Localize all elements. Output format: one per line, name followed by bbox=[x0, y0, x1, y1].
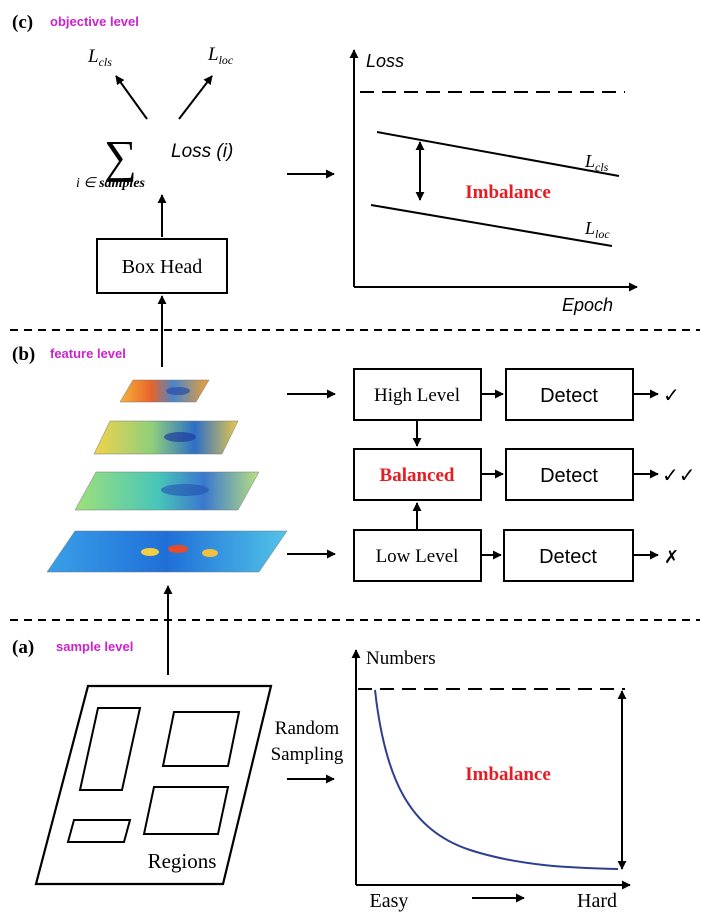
balanced-label: Balanced bbox=[380, 465, 455, 486]
plot-lloc-label: Lloc bbox=[584, 218, 610, 241]
detect-label-low: Detect bbox=[539, 546, 597, 568]
plot-lcls-label: Lcls bbox=[584, 151, 609, 174]
feature-map-level-1-hotspot-a bbox=[141, 548, 159, 556]
feature-map-level-1 bbox=[46, 530, 288, 573]
box-head-label: Box Head bbox=[122, 256, 203, 278]
low-level-label: Low Level bbox=[376, 546, 459, 567]
sampling-label: Sampling bbox=[271, 744, 344, 765]
feature-map-level-1-hotspot-c bbox=[202, 549, 218, 557]
distribution-curve bbox=[374, 689, 619, 870]
loss-x-label: Epoch bbox=[562, 295, 613, 315]
region-box-3 bbox=[142, 786, 230, 835]
arrow-to-lloc bbox=[178, 75, 213, 120]
top-lloc-label: Lloc bbox=[207, 44, 234, 67]
feature-map-level-4-hotspot bbox=[166, 387, 190, 395]
section-b-tag: feature level bbox=[50, 346, 126, 361]
single-check-mark: ✓ bbox=[663, 385, 680, 407]
arrow-to-lcls bbox=[115, 75, 148, 120]
sum-index: i ∈ samples bbox=[76, 176, 146, 191]
section-b: (b) feature level High Level Balanced Lo… bbox=[12, 295, 696, 582]
regions-image: Regions bbox=[34, 684, 273, 886]
lloc-line bbox=[370, 204, 613, 247]
double-check-mark: ✓✓ bbox=[662, 465, 696, 487]
easy-label: Easy bbox=[370, 890, 409, 912]
cross-mark: ✗ bbox=[664, 547, 679, 567]
detect-label-balanced: Detect bbox=[540, 465, 598, 487]
region-box-4 bbox=[66, 819, 132, 843]
detect-box-balanced bbox=[505, 448, 634, 501]
detect-box-high bbox=[505, 368, 634, 421]
balanced-box bbox=[353, 448, 482, 501]
random-label: Random bbox=[275, 718, 340, 739]
loss-imbalance-label: Imbalance bbox=[465, 182, 551, 203]
summation-symbol: ∑ bbox=[104, 131, 137, 182]
feature-pyramid bbox=[46, 379, 288, 573]
region-box-2 bbox=[161, 711, 241, 767]
detect-label-high: Detect bbox=[540, 385, 598, 407]
section-c: (c) objective level Lcls Lloc ∑ Loss (i)… bbox=[12, 12, 638, 315]
lcls-line bbox=[376, 131, 620, 177]
loss-function: Loss (i) bbox=[171, 141, 233, 162]
loss-y-label: Loss bbox=[366, 51, 404, 71]
feature-map-level-4 bbox=[119, 379, 210, 403]
section-a: (a) sample level Regions Random Sampling… bbox=[12, 585, 631, 912]
high-level-label: High Level bbox=[374, 385, 460, 406]
region-box-1 bbox=[78, 707, 142, 791]
feature-map-level-2-hotspot bbox=[161, 484, 209, 496]
section-c-letter: (c) bbox=[12, 12, 33, 33]
section-a-letter: (a) bbox=[12, 637, 34, 658]
loss-plot: Loss Epoch Imbalance Lcls Lloc bbox=[349, 49, 638, 315]
top-lcls-label: Lcls bbox=[87, 46, 112, 69]
numbers-plot: Numbers Imbalance Easy Hard bbox=[351, 648, 631, 912]
section-a-tag: sample level bbox=[56, 639, 133, 654]
numbers-imbalance-label: Imbalance bbox=[465, 764, 551, 785]
box-head bbox=[96, 238, 228, 294]
feature-map-level-1-hotspot-b bbox=[168, 545, 188, 553]
section-c-tag: objective level bbox=[50, 14, 139, 29]
regions-label: Regions bbox=[148, 849, 217, 873]
numbers-y-label: Numbers bbox=[366, 648, 436, 669]
detect-box-low bbox=[503, 529, 634, 582]
low-level-box bbox=[353, 529, 482, 582]
feature-map-level-3-hotspot bbox=[164, 432, 196, 442]
high-level-box bbox=[353, 368, 482, 421]
section-b-letter: (b) bbox=[12, 344, 35, 365]
hard-label: Hard bbox=[577, 890, 617, 912]
